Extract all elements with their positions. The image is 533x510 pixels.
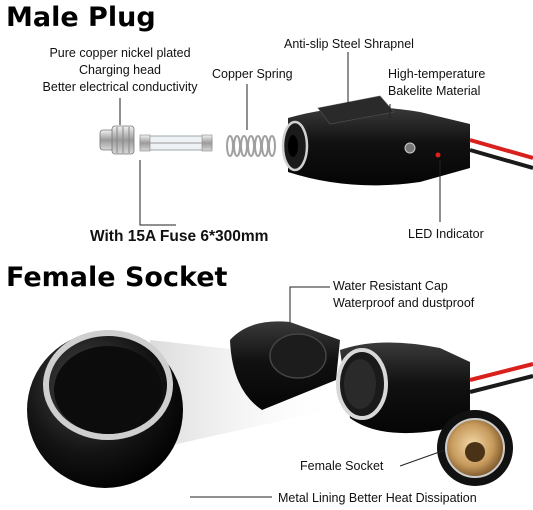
copper-head-line-3: Better electrical conductivity: [42, 80, 198, 94]
led-indicator-label: LED Indicator: [408, 227, 484, 241]
water-cap-label: Water Resistant Cap Waterproof and dustp…: [333, 278, 474, 312]
male-plug-heading: Male Plug: [6, 2, 156, 33]
bakelite-line-2: Bakelite Material: [388, 84, 481, 98]
water-cap-line-2: Waterproof and dustproof: [333, 296, 475, 310]
male-pointer-lines: [119, 52, 441, 226]
bakelite-line-1: High-temperature: [388, 67, 486, 81]
steel-shrapnel-label: Anti-slip Steel Shrapnel: [284, 37, 414, 51]
female-socket-label: Female Socket: [300, 459, 384, 473]
water-cap-line-1: Water Resistant Cap: [333, 279, 448, 293]
female-pointer-lines: [190, 286, 446, 498]
bakelite-label: High-temperature Bakelite Material: [388, 66, 485, 100]
copper-head-label: Pure copper nickel plated Charging head …: [20, 45, 220, 96]
copper-head-line-1: Pure copper nickel plated: [49, 46, 191, 60]
female-socket-body-icon: [336, 342, 533, 486]
copper-head-line-2: Charging head: [78, 63, 161, 77]
male-plug-body-icon: [281, 95, 533, 186]
water-resistant-cap-icon: [230, 321, 340, 410]
metal-lining-label: Metal Lining Better Heat Dissipation: [278, 491, 477, 505]
copper-spring-icon: [226, 135, 276, 157]
fuse-icon: [139, 134, 213, 152]
fuse-label: With 15A Fuse 6*300mm: [90, 228, 269, 245]
screw-tip-icon: [99, 125, 135, 155]
female-socket-heading: Female Socket: [6, 262, 228, 293]
copper-spring-label: Copper Spring: [212, 67, 293, 81]
